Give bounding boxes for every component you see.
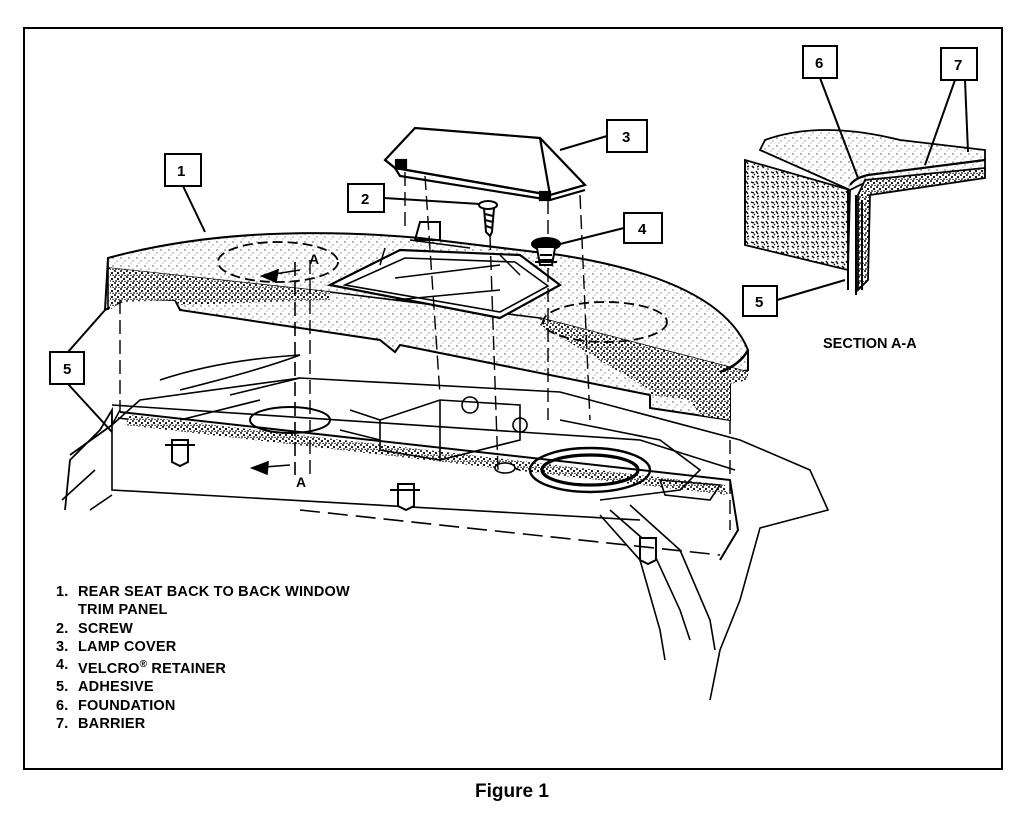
clip-right [639, 537, 657, 566]
callout-7-label: 7 [954, 57, 962, 74]
callout-5-label: 5 [63, 361, 71, 378]
legend-text: FOUNDATION [78, 697, 176, 714]
legend-number: 1. [56, 584, 69, 600]
section-arrow-label-top: A [309, 251, 319, 267]
callout-5 [49, 351, 85, 385]
legend-text: REAR SEAT BACK TO BACK WINDOW [78, 584, 350, 600]
callout-numbers: 1 2 3 4 5 5 6 7 [63, 55, 962, 378]
callout-1 [164, 153, 202, 187]
legend-text-continued: TRIM PANEL [78, 602, 168, 619]
section-barrier-layer [857, 167, 986, 293]
diagram-frame [23, 27, 1003, 770]
lamp-cover [383, 126, 588, 202]
section-cut-arrows [249, 262, 301, 476]
legend-item: 4. VELCRO® RETAINER [56, 656, 350, 678]
callout-2-label: 2 [361, 191, 369, 208]
trim-panel-speaker-right [542, 301, 668, 343]
trim-panel [103, 232, 749, 422]
callout-7 [940, 47, 978, 81]
section-arrow-label-bottom: A [296, 474, 306, 490]
legend-text: VELCRO [78, 661, 140, 678]
callout-5-section [742, 285, 778, 317]
section-a-a-detail [744, 129, 986, 295]
speaker-opening-left [249, 406, 331, 434]
callout-3 [606, 119, 648, 153]
legend-item: 6. FOUNDATION [56, 697, 350, 715]
velcro-retainer [531, 237, 561, 266]
deck-edge-hatching [125, 415, 728, 495]
callout-4-label: 4 [638, 221, 647, 238]
legend-text-suffix: RETAINER [147, 661, 227, 678]
legend-item: 3. LAMP COVER [56, 638, 350, 656]
clip-left [165, 439, 195, 468]
legend-item: 7. BARRIER [56, 715, 350, 733]
trim-panel-speaker-left [217, 241, 339, 283]
alignment-lines [119, 172, 731, 530]
main-illustration: A A [61, 126, 830, 701]
legend-text: ADHESIVE [78, 679, 154, 696]
legend-number: 3. [56, 638, 69, 655]
legend: 1. REAR SEAT BACK TO BACK WINDOW TRIM PA… [56, 583, 350, 733]
clip-center [390, 483, 420, 512]
legend-text: BARRIER [78, 715, 146, 732]
speaker-opening-right [528, 446, 652, 494]
registered-mark: ® [139, 659, 148, 671]
legend-text: SCREW [78, 620, 133, 637]
callout-3-label: 3 [622, 129, 630, 146]
legend-number: 7. [56, 715, 69, 732]
legend-number: 4. [56, 657, 69, 674]
callouts [49, 45, 978, 433]
screw [478, 200, 498, 238]
callout-5-section-label: 5 [755, 294, 763, 311]
callout-6-label: 6 [815, 55, 823, 72]
body-base [111, 377, 830, 701]
figure-caption: Figure 1 [475, 781, 549, 802]
legend-number: 5. [56, 679, 69, 696]
legend-text: LAMP COVER [78, 638, 177, 655]
legend-item: 1. REAR SEAT BACK TO BACK WINDOW [56, 583, 350, 601]
lamp-opening [326, 248, 563, 320]
section-label: SECTION A-A [823, 336, 917, 352]
callout-1-label: 1 [177, 163, 185, 180]
legend-number: 2. [56, 620, 69, 637]
legend-number: 6. [56, 697, 69, 714]
legend-item: 2. SCREW [56, 620, 350, 638]
legend-item: 5. ADHESIVE [56, 678, 350, 696]
trim-panel-foam-edge [110, 268, 330, 310]
